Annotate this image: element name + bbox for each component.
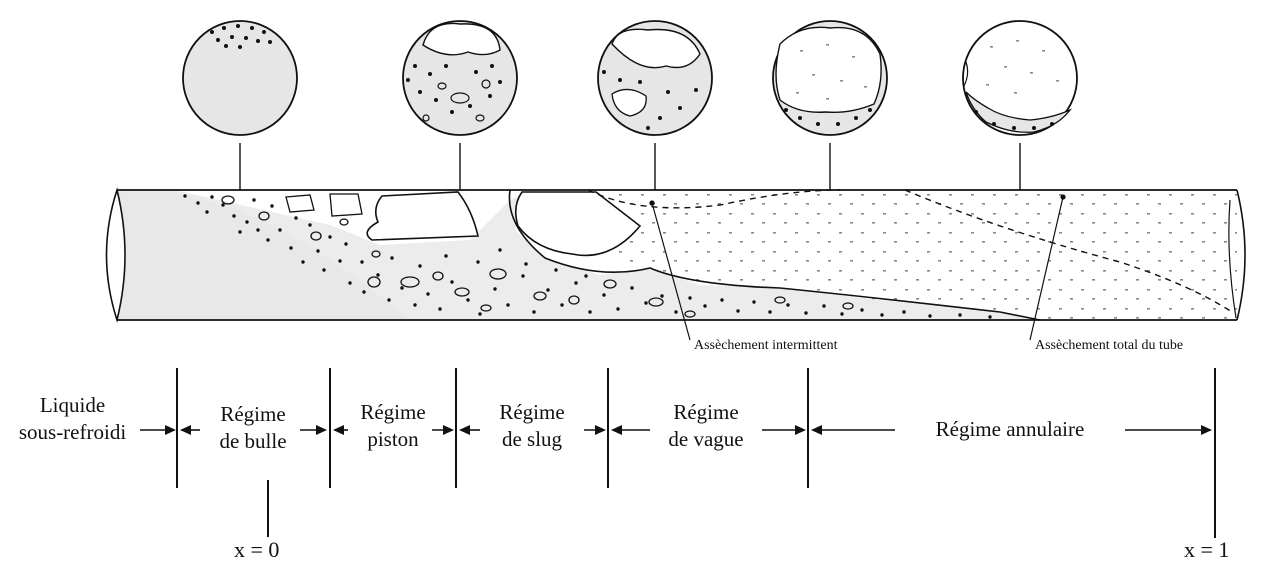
regime-label-line: de slug [474, 426, 590, 453]
regime-label-line: Régime [646, 399, 766, 426]
quality-end-label: x = 1 [1184, 538, 1229, 562]
regime-label-line: Régime annulaire [898, 416, 1122, 443]
cross-section-bubble [183, 21, 297, 190]
regime-label-line: Régime [474, 399, 590, 426]
quality-start-label: x = 0 [234, 538, 279, 562]
regime-label-line: Régime [198, 401, 308, 428]
regime-boundaries [177, 368, 1215, 538]
regime-label-line: Liquide [0, 392, 145, 419]
regime-label-wave: Régime de vague [646, 399, 766, 453]
cross-section-slug [598, 21, 712, 190]
regime-label-piston: Régime piston [340, 399, 446, 453]
cross-section-piston [403, 21, 517, 190]
annotation-intermittent: Assèchement intermittent [694, 338, 837, 354]
regime-label-line: de bulle [198, 428, 308, 455]
cross-section-annular [963, 21, 1077, 190]
cross-section-wave [773, 21, 887, 190]
regime-label-line: sous-refroidi [0, 419, 145, 446]
regime-label-line: piston [340, 426, 446, 453]
regime-label-slug: Régime de slug [474, 399, 590, 453]
regime-label-annular: Régime annulaire [898, 416, 1122, 443]
slug-bubble [367, 192, 478, 240]
annotation-total-dryout: Assèchement total du tube [1035, 338, 1183, 354]
tube [107, 190, 1246, 320]
regime-label-line: de vague [646, 426, 766, 453]
regime-label-line: Régime [340, 399, 446, 426]
regime-label-bubbly: Régime de bulle [198, 401, 308, 455]
regime-label-subcooled: Liquide sous-refroidi [0, 392, 145, 446]
